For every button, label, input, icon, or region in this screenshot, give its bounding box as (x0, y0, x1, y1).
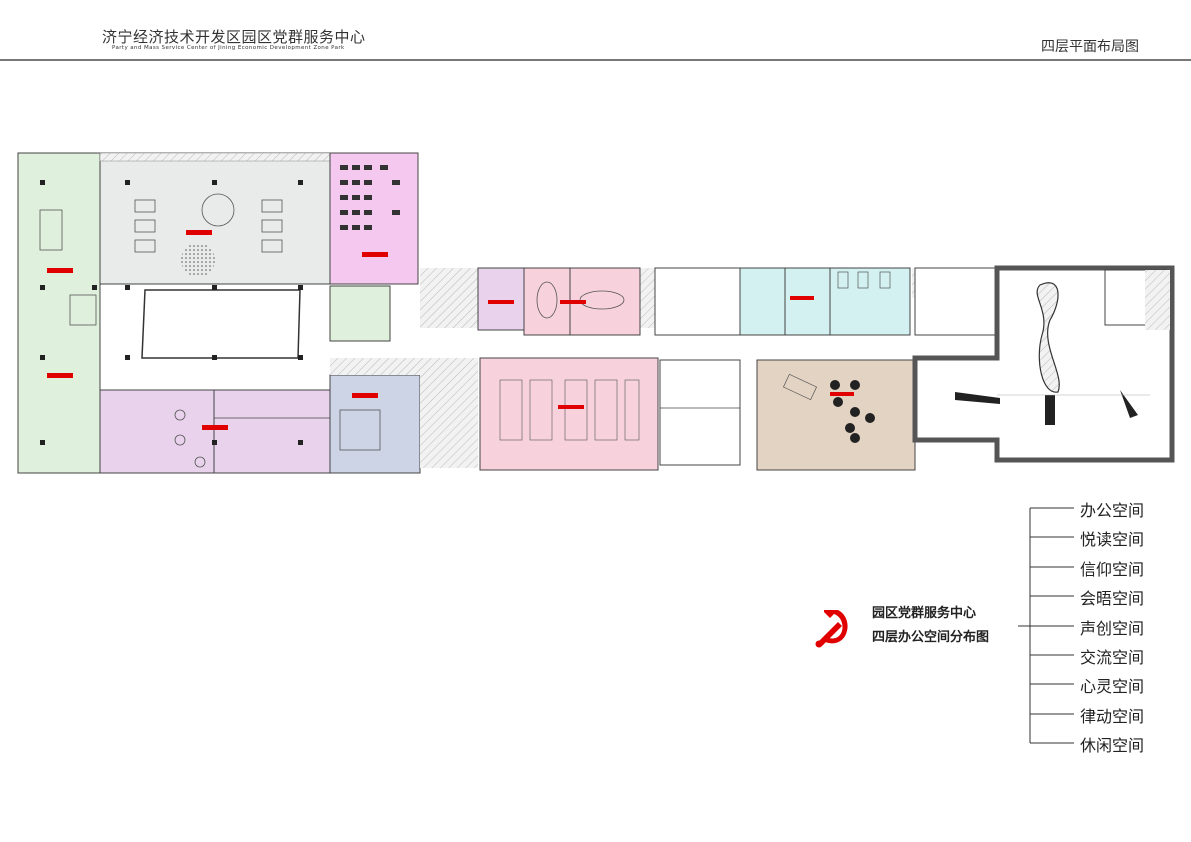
zone-blue-gray-room (329, 374, 421, 474)
header-divider (0, 59, 1191, 61)
zone-corridor-white (659, 359, 741, 466)
zone-gray-room (99, 152, 331, 285)
legend-item-voice: 声创空间 (1080, 619, 1145, 638)
zone-cyan-rooms (739, 267, 911, 336)
zone-beige-room (756, 359, 916, 471)
legend-item-reading: 悦读空间 (1080, 530, 1145, 549)
party-emblem-icon (815, 610, 848, 648)
legend-item-faith: 信仰空间 (1080, 560, 1145, 579)
zone-magenta-room (329, 152, 419, 285)
zone-green-column (17, 152, 101, 474)
legend-caption-line2: 四层办公空间分布图 (872, 630, 990, 645)
zone-lilac-rooms (99, 389, 331, 474)
zone-service-white (654, 267, 741, 336)
corridor-hatch-2 (420, 358, 478, 468)
legend-item-exchange: 交流空间 (1080, 648, 1145, 667)
legend-item-office: 办公空间 (1080, 501, 1145, 520)
zone-lilac-small (477, 267, 525, 331)
header-title-en: Party and Mass Service Center of Jining … (112, 45, 345, 51)
zone-pink-auditorium (479, 357, 659, 471)
header-title-cn: 济宁经济技术开发区园区党群服务中心 (102, 28, 366, 46)
legend-item-leisure: 休闲空间 (1080, 736, 1145, 755)
page-title: 四层平面布局图 (1041, 39, 1139, 55)
legend-item-meeting: 会晤空间 (1080, 589, 1145, 608)
zone-green-top-right (329, 285, 391, 342)
corridor-hatch-1 (420, 268, 478, 328)
legend-item-rhythm: 律动空间 (1080, 707, 1145, 726)
legend-caption-line1: 园区党群服务中心 (872, 606, 977, 621)
legend-item-heart: 心灵空间 (1080, 677, 1145, 696)
